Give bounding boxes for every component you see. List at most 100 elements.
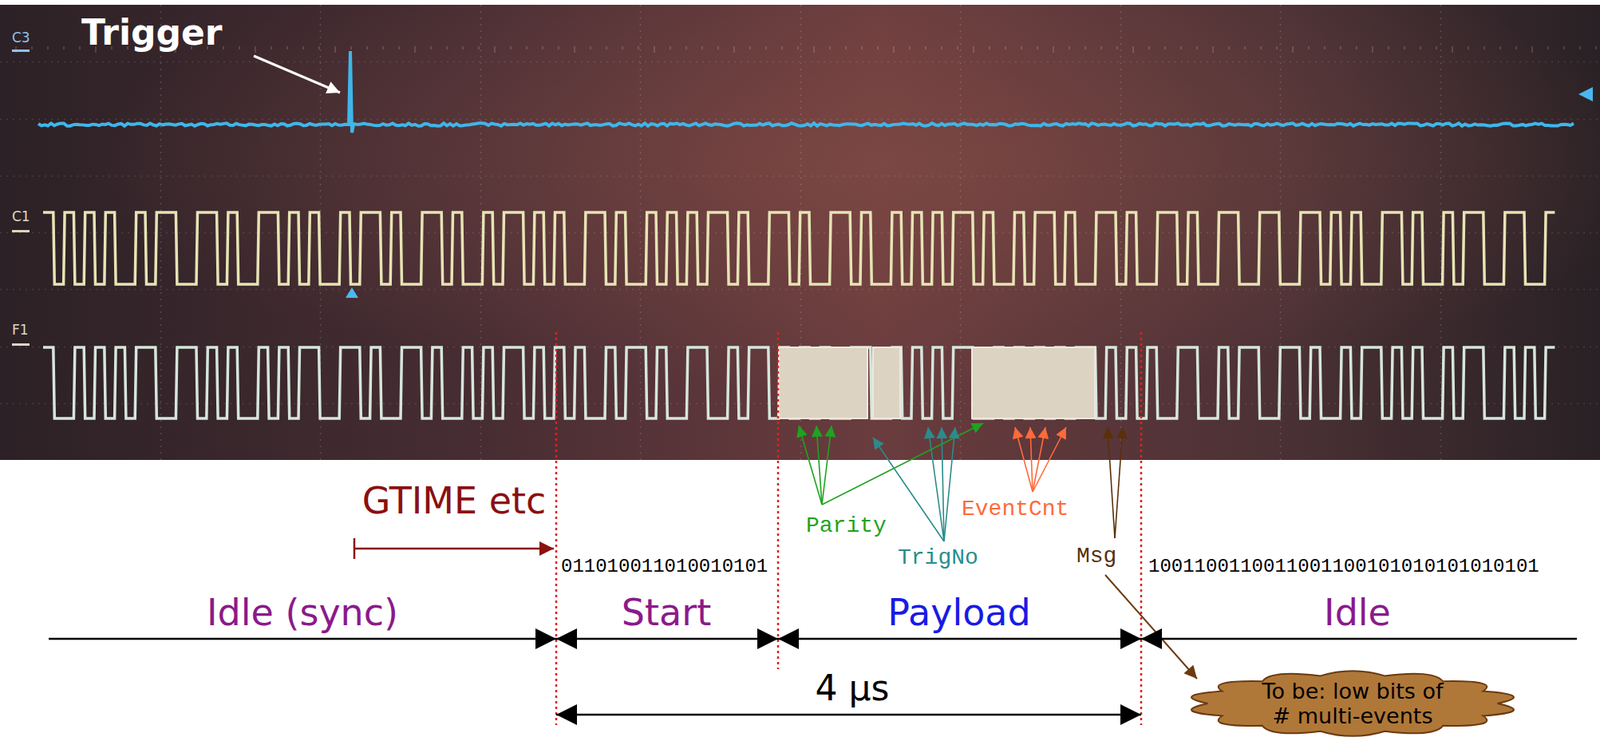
grid-tick [1531,46,1533,53]
grid-tick [765,46,767,50]
grid-tick [908,46,910,50]
grid-tick [1100,46,1102,50]
grid-tick [31,46,32,50]
grid-tick [1595,46,1597,50]
grid-tick [1052,46,1054,53]
boundary-line [555,331,558,725]
field-pointer [1032,426,1046,492]
grid-tick [1467,46,1469,50]
grid-tick [318,46,320,50]
field-label: EventCnt [961,496,1069,522]
grid-tick [573,46,575,53]
decoded-trace [43,347,1555,419]
field-pointer [1107,426,1115,538]
trigger-marker [345,287,359,298]
cloud-shape [1191,670,1514,736]
timeline-arrowhead [1141,638,1179,640]
grid-tick [797,46,799,50]
timeline-arrowhead [518,638,557,640]
dense-bits-block [873,347,901,419]
grid-tick [47,46,48,50]
scope-screen [0,4,1600,460]
grid-tick [1164,46,1166,50]
grid-tick [637,46,639,50]
grid-tick [1403,46,1405,50]
grid-tick [892,46,894,53]
grid-tick [334,46,336,53]
grid-tick [382,46,384,50]
duration-arrow [556,713,1142,716]
grid-tick [414,46,415,53]
phase-label: Idle (sync) [206,593,399,631]
grid-tick [749,46,751,50]
grid-tick [1196,46,1198,50]
grid-tick [861,46,862,50]
grid-tick [1579,46,1581,50]
field-pointer [798,425,822,505]
grid-tick [541,46,543,50]
grid-tick [1148,46,1150,50]
note-pointer [1105,574,1198,679]
grid-tick [350,46,352,50]
grid-tick [733,46,735,53]
grid-tick [1339,46,1341,50]
grid-tick [1180,46,1182,50]
grid-tick [79,46,80,50]
grid-line [0,118,1600,121]
grid-tick [1451,46,1453,53]
bit-sequence: 1001100110011001100101010101010101 [1148,555,1540,578]
grid-tick [1515,46,1517,50]
trigger-pointer [253,55,340,93]
grid-tick [589,46,591,50]
grid-tick [1004,46,1006,50]
data-trace [43,212,1555,285]
grid-tick [446,46,447,50]
grid-tick [1132,46,1134,53]
annotation-label: GTIME etc [362,481,547,519]
grid-tick [1020,46,1022,50]
grid-tick [398,46,400,50]
grid-tick [653,46,655,53]
note-cloud: To be: low bits of # multi-events [1184,664,1521,742]
grid-tick [669,46,671,50]
field-label: Msg [1076,543,1117,569]
trigger-label: Trigger [81,12,223,54]
channel-marker [11,49,30,52]
grid-tick [1276,46,1277,50]
grid-tick [621,46,623,50]
grid-tick [1483,46,1485,50]
field-pointer [928,426,945,542]
timeline-arrowhead [778,638,816,640]
channel-marker [11,229,30,233]
grid-tick [1323,46,1325,50]
grid-tick [1499,46,1501,50]
grid-tick [717,46,719,50]
timeline-arrowhead [556,638,594,640]
grid-tick [1260,46,1261,50]
grid-tick [525,46,527,50]
grid-line [1120,4,1122,460]
timeline-arrowhead [740,638,779,640]
field-pointer [944,426,956,542]
grid-tick [1068,46,1070,50]
grid-tick [557,46,559,50]
boundary-line [777,331,780,669]
grid-tick [286,46,288,50]
grid-line [0,61,1600,64]
grid-tick [1116,46,1118,50]
grid-tick [1563,46,1565,50]
grid-tick [988,46,990,50]
grid-tick [270,46,272,50]
grid-tick [1419,46,1421,50]
grid-tick [685,46,687,50]
field-pointer [1015,426,1033,492]
scope-grid [0,4,1600,460]
bracket-arrow [354,547,554,550]
grid-line [960,4,962,460]
field-pointer [941,426,945,542]
grid-tick [1291,46,1293,53]
bit-sequence: 011010011010010101 [560,555,768,578]
